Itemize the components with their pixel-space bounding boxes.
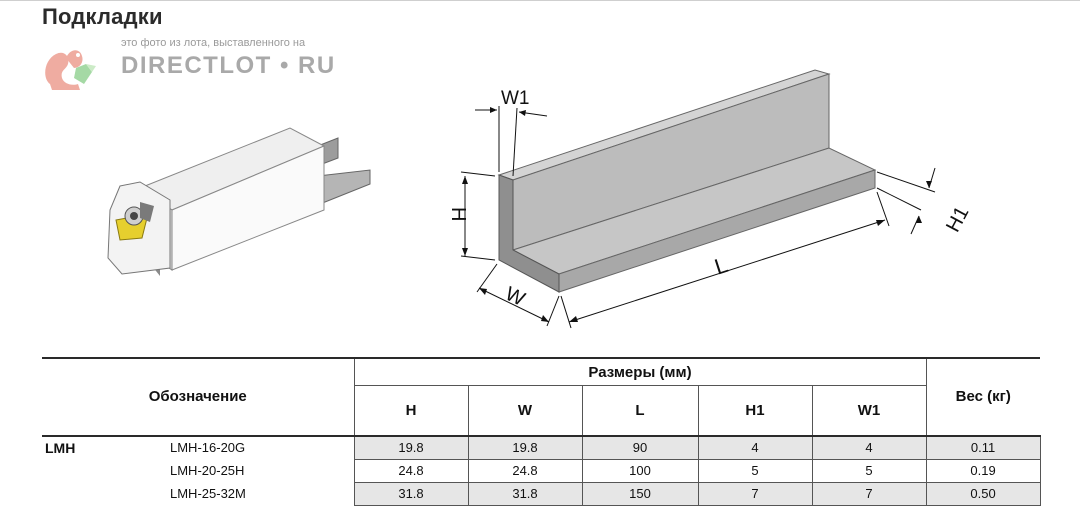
col-w-header: W bbox=[468, 385, 583, 436]
value-cell: 7 bbox=[697, 481, 813, 506]
label-h: H bbox=[447, 207, 469, 221]
spec-table: Обозначение Размеры (мм) Вес (кг) H W L … bbox=[42, 357, 1041, 506]
model-cell: LMH-25-32M bbox=[170, 486, 246, 501]
squirrel-logo-icon bbox=[45, 50, 96, 90]
value-cell: 0.19 bbox=[925, 458, 1041, 483]
value-cell: 31.8 bbox=[353, 481, 469, 506]
value-cell: 4 bbox=[697, 435, 813, 460]
value-cell: 100 bbox=[581, 458, 699, 483]
value-cell: 0.11 bbox=[925, 435, 1041, 460]
value-cell: 4 bbox=[811, 435, 927, 460]
model-cell: LMH-20-25H bbox=[170, 463, 245, 478]
col-l-header: L bbox=[582, 385, 699, 436]
label-w: W bbox=[502, 283, 529, 311]
dimensions-header: Размеры (мм) bbox=[354, 358, 927, 386]
col-w1-header: W1 bbox=[857, 401, 881, 419]
value-cell: 90 bbox=[581, 435, 699, 460]
value-cell: 150 bbox=[581, 481, 699, 506]
top-rule bbox=[0, 0, 1080, 1]
col-h1-header: H1 bbox=[698, 385, 813, 436]
table-row: LMH-25-32M 31.8 31.8 150 7 7 0.50 bbox=[42, 481, 1041, 506]
series-label: LMH bbox=[45, 439, 76, 456]
table-row: LMH LMH-16-20G 19.8 19.8 90 4 4 0.11 bbox=[42, 435, 1041, 460]
model-cell: LMH-16-20G bbox=[170, 440, 246, 456]
tool-holder-illustration bbox=[107, 127, 371, 276]
label-w1: W1 bbox=[501, 88, 530, 109]
weight-header: Вес (кг) bbox=[925, 358, 1041, 436]
table-row: LMH-20-25H 24.8 24.8 100 5 5 0.19 bbox=[42, 458, 1041, 483]
value-cell: 19.8 bbox=[353, 435, 469, 460]
designation-header: Обозначение bbox=[42, 358, 355, 436]
value-cell: 19.8 bbox=[467, 435, 583, 460]
value-cell: 5 bbox=[811, 458, 927, 483]
value-cell: 24.8 bbox=[353, 458, 469, 483]
label-h1: H1 bbox=[942, 203, 973, 236]
watermark-caption: это фото из лота, выставленного на bbox=[121, 37, 306, 49]
page-title: Подкладки bbox=[42, 4, 163, 29]
value-cell: 0.50 bbox=[925, 481, 1041, 506]
value-cell: 31.8 bbox=[467, 481, 583, 506]
col-h-header: H bbox=[354, 385, 469, 436]
value-cell: 5 bbox=[697, 458, 813, 483]
watermark-brand: DIRECTLOT • RU bbox=[121, 52, 336, 79]
shim-dimension-diagram: W1 H W L H1 bbox=[447, 69, 974, 329]
value-cell: 24.8 bbox=[467, 458, 583, 483]
value-cell: 7 bbox=[811, 481, 927, 506]
